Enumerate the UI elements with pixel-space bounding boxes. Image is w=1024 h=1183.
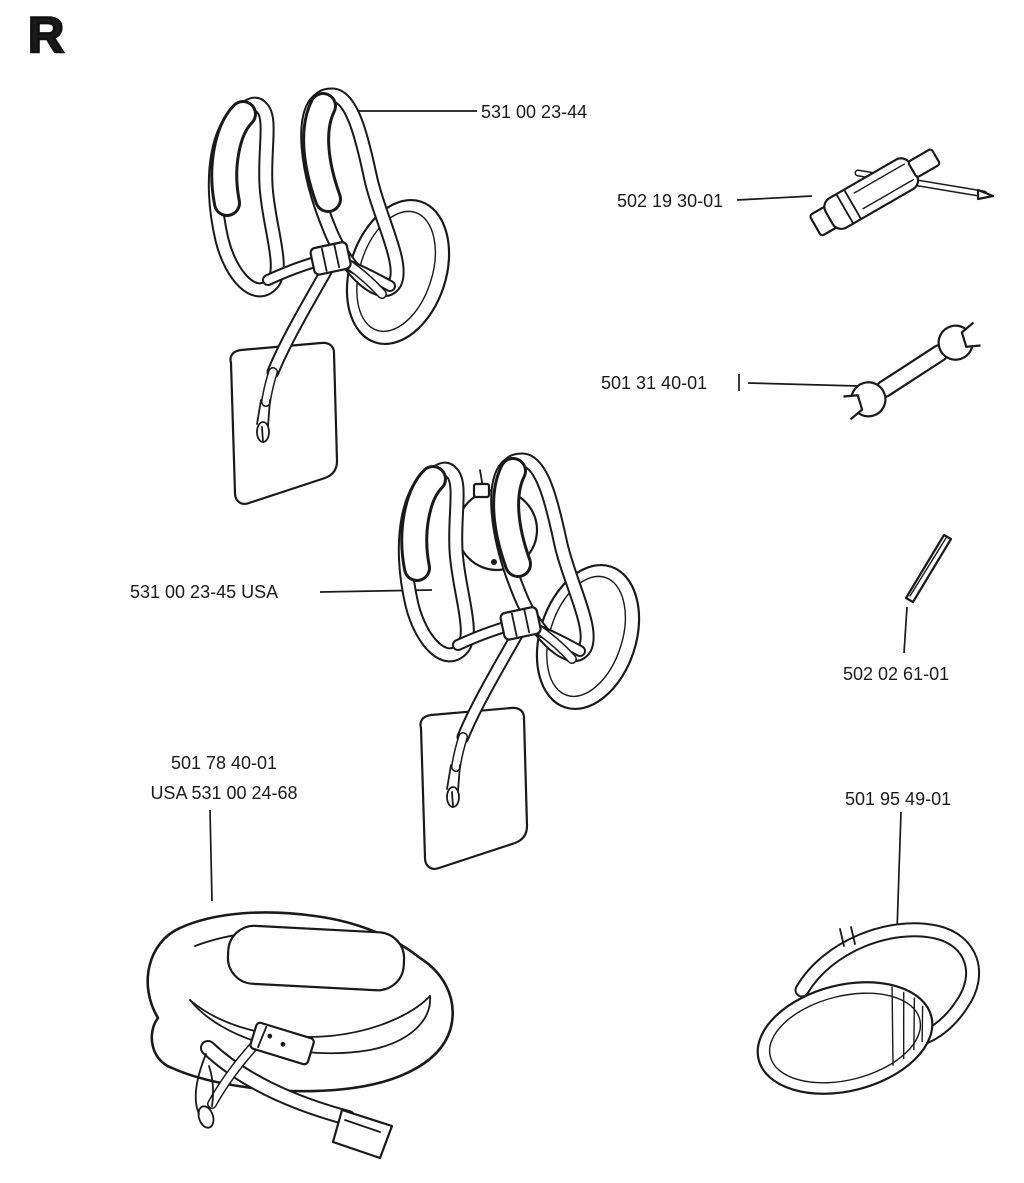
part-label-harness-usa: 531 00 23-45 USA: [130, 582, 279, 602]
harness-buckle: [309, 241, 352, 276]
leader-hex-pin: [903, 606, 908, 654]
part-label-belt-line1: 501 78 40-01: [170, 753, 278, 773]
open-wrench-drawing: [843, 321, 981, 421]
plug-wrench-drawing: [809, 148, 995, 237]
goggles-lens: [756, 981, 934, 1095]
section-letter: R: [27, 6, 66, 65]
harness-drawing: [207, 87, 451, 505]
leader-open-wrench: [747, 382, 859, 387]
harness-hip-flap: [229, 341, 339, 505]
goggles-drawing: [756, 922, 981, 1095]
part-label-harness: 531 00 23-44: [481, 102, 588, 122]
part-label-belt-line2: USA 531 00 24-68: [150, 783, 298, 803]
hex-pin-drawing: [904, 533, 953, 604]
belt-drawing: [146, 911, 454, 1160]
leader-belt: [209, 809, 213, 902]
belt-strap-tip: [331, 1108, 394, 1160]
part-label-goggles: 501 95 49-01: [845, 789, 952, 809]
leader-goggles: [896, 811, 902, 932]
leader-lines: [209, 110, 908, 932]
belt-pad: [226, 924, 406, 992]
part-label-open-wrench: 501 31 40-01: [601, 373, 708, 393]
part-label-hex-pin: 502 02 61-01: [843, 664, 950, 684]
rod-tip: [976, 188, 995, 201]
part-label-plug-wrench: 502 19 30-01: [617, 191, 724, 211]
belt-hook: [194, 1053, 215, 1129]
leader-plug-wrench: [736, 195, 813, 201]
belt-buckle: [249, 1021, 315, 1066]
harness-hook: [256, 399, 271, 443]
part-label-belt: 501 78 40-01 USA 531 00 24-68: [128, 748, 320, 808]
